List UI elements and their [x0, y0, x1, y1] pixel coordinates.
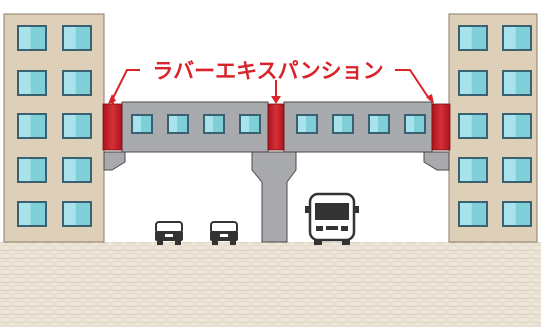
building-window: [502, 70, 532, 96]
ground: [0, 242, 541, 327]
expansion-joint-right: [431, 103, 451, 151]
building-window: [502, 201, 532, 227]
bridge-window: [167, 114, 189, 134]
building-window: [458, 201, 488, 227]
building-window: [62, 70, 92, 96]
bridge-window: [404, 114, 426, 134]
bridge-window: [296, 114, 318, 134]
expansion-joint-left: [102, 103, 123, 151]
building-window: [62, 201, 92, 227]
expansion-label: ラバーエキスパンション: [152, 59, 383, 83]
center-pier: [251, 151, 297, 243]
building-window: [502, 157, 532, 183]
building-window: [17, 70, 47, 96]
bridge-window: [203, 114, 225, 134]
building-window: [62, 25, 92, 51]
building-window: [62, 113, 92, 139]
car-1: [155, 221, 183, 245]
building-window: [458, 113, 488, 139]
bridge-windows: [131, 114, 426, 134]
bridge-window: [332, 114, 354, 134]
left-building: [3, 13, 126, 243]
building-window: [17, 113, 47, 139]
leader-arrow-left: [108, 94, 116, 104]
leader-arrow-center: [271, 96, 281, 104]
right-building: [423, 13, 538, 243]
bridge-window: [368, 114, 390, 134]
building-window: [458, 70, 488, 96]
building-window: [458, 25, 488, 51]
leader-arrow-right: [426, 94, 434, 104]
expansion-joint-center: [267, 103, 285, 151]
building-window: [17, 201, 47, 227]
bridge-window: [131, 114, 153, 134]
building-window: [458, 157, 488, 183]
bridge-window: [239, 114, 261, 134]
building-window: [62, 157, 92, 183]
building-window: [17, 25, 47, 51]
car-2: [210, 221, 238, 245]
building-window: [502, 25, 532, 51]
building-window: [502, 113, 532, 139]
building-window: [17, 157, 47, 183]
bus: [305, 192, 359, 245]
